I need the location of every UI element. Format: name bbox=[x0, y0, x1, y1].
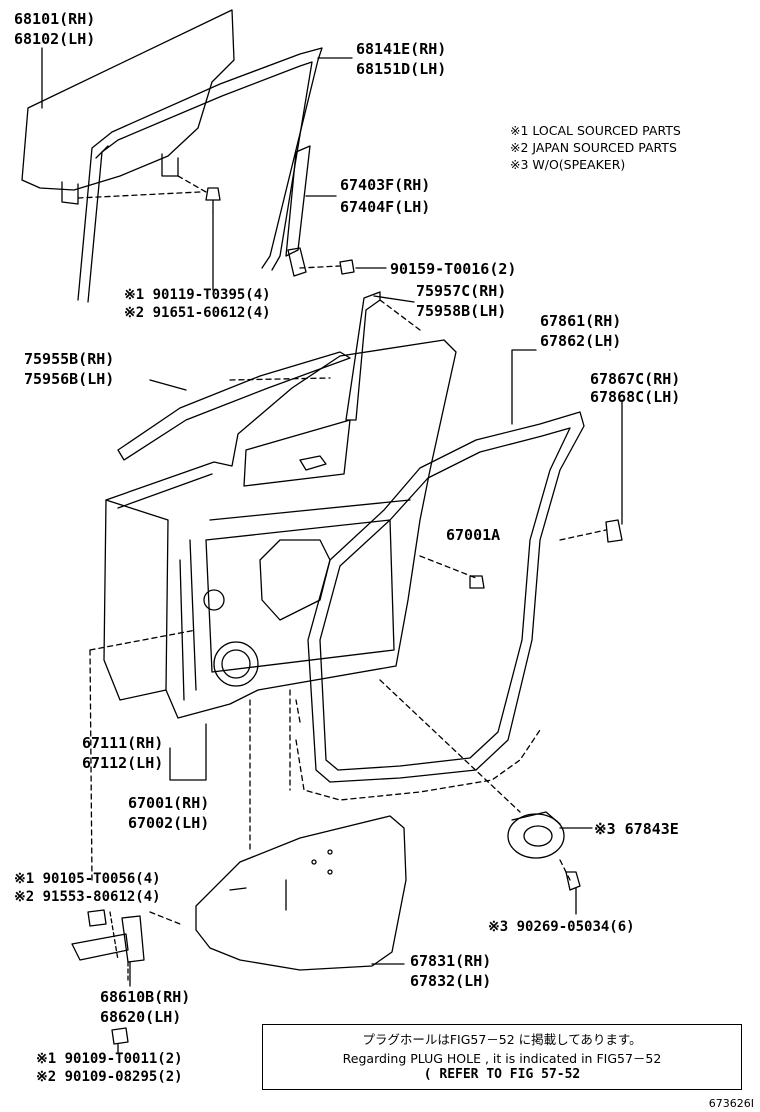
door-shell bbox=[103, 339, 457, 719]
door-weatherstrip bbox=[295, 411, 585, 801]
label-hinge-rh: 68610B(RH) bbox=[100, 988, 191, 1006]
note-1: ※1 LOCAL SOURCED PARTS bbox=[510, 123, 681, 138]
label-division-bar-rh: 67403F(RH) bbox=[340, 176, 431, 194]
reference-note-box: プラグホールはFIG57－52 に掲載してあります。 Regarding PLU… bbox=[262, 1024, 742, 1090]
label-hinge-lh: 68620(LH) bbox=[100, 1008, 182, 1026]
label-run-rh: 68141E(RH) bbox=[356, 40, 447, 58]
division-bar bbox=[285, 145, 311, 277]
label-hinge-bolt2-1: ※1 90109-T0011(2) bbox=[36, 1051, 183, 1067]
label-outer-ws-rh: 75955B(RH) bbox=[24, 350, 115, 368]
label-hinge-bolt-2: ※2 91553-80612(4) bbox=[14, 889, 161, 905]
label-glass-bolt-2: ※2 91651-60612(4) bbox=[124, 305, 271, 321]
label-door-ws-rh: 67861(RH) bbox=[540, 312, 622, 330]
figure-number: 673626I bbox=[708, 1097, 754, 1110]
label-door-panel-lh: 67002(LH) bbox=[128, 814, 210, 832]
label-service-hole-lh: 67832(LH) bbox=[410, 972, 492, 990]
door-glass bbox=[21, 9, 235, 205]
note-2: ※2 JAPAN SOURCED PARTS bbox=[510, 140, 677, 155]
label-glass-rh: 68101(RH) bbox=[14, 10, 96, 28]
label-door-panel-rh: 67001(RH) bbox=[128, 794, 210, 812]
label-run-lh: 68151D(LH) bbox=[356, 60, 447, 78]
label-hinge-bolt-1: ※1 90105-T0056(4) bbox=[14, 871, 161, 887]
label-hinge-bolt2-2: ※2 90109-08295(2) bbox=[36, 1069, 183, 1085]
label-clip-rh: 67867C(RH) bbox=[590, 370, 681, 388]
service-hole-cover bbox=[195, 815, 407, 971]
label-glass-bolt-1: ※1 90119-T0395(4) bbox=[124, 287, 271, 303]
label-glass-lh: 68102(LH) bbox=[14, 30, 96, 48]
inner-weatherstrip bbox=[345, 291, 381, 421]
label-panel-ws-rh: 67111(RH) bbox=[82, 734, 164, 752]
reference-line-en: Regarding PLUG HOLE , it is indicated in… bbox=[342, 1051, 662, 1066]
label-division-bar-lh: 67404F(LH) bbox=[340, 198, 431, 216]
label-speaker-cover: ※3 67843E bbox=[594, 820, 679, 838]
speaker-cover bbox=[507, 811, 581, 891]
label-outer-ws-lh: 75956B(LH) bbox=[24, 370, 115, 388]
door-hinge bbox=[71, 909, 145, 1045]
label-speaker-screw: ※3 90269-05034(6) bbox=[488, 919, 635, 935]
note-3: ※3 W/O(SPEAKER) bbox=[510, 157, 626, 172]
label-hole-plug: 67001A bbox=[446, 526, 501, 544]
reference-line-jp: プラグホールはFIG57－52 に掲載してあります。 bbox=[362, 1032, 642, 1047]
glass-run bbox=[77, 47, 323, 303]
bolts bbox=[205, 187, 623, 589]
leader-lines-dashed bbox=[77, 175, 607, 925]
label-door-ws-lh: 67862(LH) bbox=[540, 332, 622, 350]
label-panel-ws-lh: 67112(LH) bbox=[82, 754, 164, 772]
label-clip-lh: 67868C(LH) bbox=[590, 388, 681, 406]
label-inner-ws-rh: 75957C(RH) bbox=[416, 282, 507, 300]
label-division-bolt: 90159-T0016(2) bbox=[390, 260, 517, 278]
leader-lines bbox=[41, 47, 623, 1053]
outer-weatherstrip bbox=[117, 351, 351, 461]
reference-link[interactable]: ( REFER TO FIG 57-52 bbox=[423, 1067, 581, 1082]
label-service-hole-rh: 67831(RH) bbox=[410, 952, 492, 970]
label-inner-ws-lh: 75958B(LH) bbox=[416, 302, 507, 320]
